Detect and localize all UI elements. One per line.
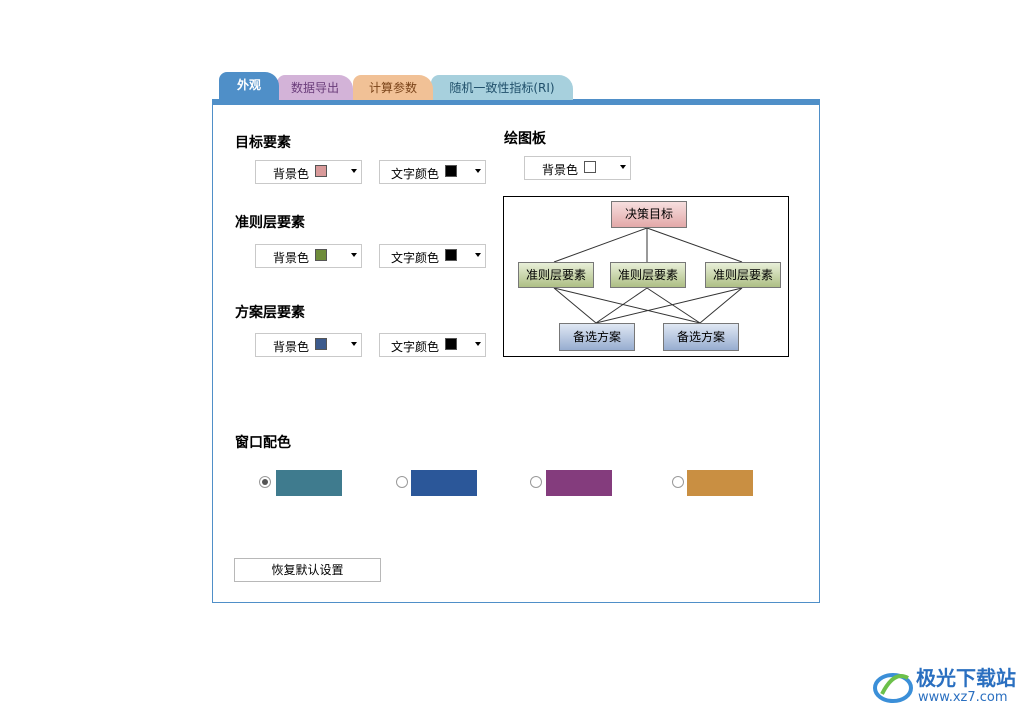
chevron-down-icon <box>620 165 626 169</box>
tab-calc-params[interactable]: 计算参数 <box>353 75 433 100</box>
color-swatch <box>315 249 327 261</box>
color-swatch <box>315 338 327 350</box>
window-color-swatch-blue[interactable] <box>411 470 477 496</box>
criteria-node: 准则层要素 <box>518 262 594 288</box>
chevron-down-icon <box>475 342 481 346</box>
window-color-swatch-orange[interactable] <box>687 470 753 496</box>
aurora-logo-icon <box>873 673 913 703</box>
target-section-title: 目标要素 <box>235 135 291 151</box>
criteria-section-title: 准则层要素 <box>235 215 305 231</box>
plan-bg-dropdown[interactable]: 背景色 <box>255 333 362 357</box>
plan-section-title: 方案层要素 <box>235 305 305 321</box>
board-section-title: 绘图板 <box>504 131 546 147</box>
chevron-down-icon <box>351 342 357 346</box>
chevron-down-icon <box>351 253 357 257</box>
target-text-color-dropdown[interactable]: 文字颜色 <box>379 160 486 184</box>
criteria-bg-dropdown[interactable]: 背景色 <box>255 244 362 268</box>
watermark-url: www.xz7.com <box>918 690 1008 705</box>
color-swatch <box>584 161 596 173</box>
window-color-radio-blue[interactable] <box>396 476 408 488</box>
color-swatch <box>315 165 327 177</box>
chevron-down-icon <box>475 169 481 173</box>
plan-text-color-dropdown[interactable]: 文字颜色 <box>379 333 486 357</box>
alternative-node: 备选方案 <box>559 323 635 351</box>
chevron-down-icon <box>475 253 481 257</box>
window-color-title: 窗口配色 <box>235 435 291 451</box>
tab-data-export[interactable]: 数据导出 <box>277 75 353 100</box>
goal-node: 决策目标 <box>611 201 687 228</box>
dropdown-label: 背景色 <box>273 167 310 181</box>
color-swatch <box>445 338 457 350</box>
criteria-node: 准则层要素 <box>705 262 781 288</box>
reset-defaults-button[interactable]: 恢复默认设置 <box>234 558 381 582</box>
window-color-swatch-teal[interactable] <box>276 470 342 496</box>
tab-ri[interactable]: 随机一致性指标(RI) <box>431 75 573 100</box>
connector-lines <box>553 227 743 324</box>
board-bg-dropdown[interactable]: 背景色 <box>524 156 631 180</box>
dropdown-label: 文字颜色 <box>391 340 440 354</box>
criteria-node: 准则层要素 <box>610 262 686 288</box>
window-color-swatch-purple[interactable] <box>546 470 612 496</box>
chevron-down-icon <box>351 169 357 173</box>
window-color-radio-purple[interactable] <box>530 476 542 488</box>
tab-bar-line <box>212 99 820 105</box>
dropdown-label: 背景色 <box>273 251 310 265</box>
dropdown-label: 文字颜色 <box>391 167 440 181</box>
dropdown-label: 背景色 <box>542 163 579 177</box>
dropdown-label: 文字颜色 <box>391 251 440 265</box>
color-swatch <box>445 165 457 177</box>
window-color-radio-orange[interactable] <box>672 476 684 488</box>
dropdown-label: 背景色 <box>273 340 310 354</box>
preview-canvas: 决策目标 准则层要素 准则层要素 准则层要素 备选方案 备选方案 <box>503 196 789 357</box>
watermark-name: 极光下载站 <box>916 666 1016 690</box>
criteria-text-color-dropdown[interactable]: 文字颜色 <box>379 244 486 268</box>
window-color-radio-teal[interactable] <box>259 476 271 488</box>
target-bg-dropdown[interactable]: 背景色 <box>255 160 362 184</box>
alternative-node: 备选方案 <box>663 323 739 351</box>
watermark-logo: 极光下载站 www.xz7.com <box>872 662 1028 712</box>
color-swatch <box>445 249 457 261</box>
tab-appearance[interactable]: 外观 <box>219 72 279 100</box>
